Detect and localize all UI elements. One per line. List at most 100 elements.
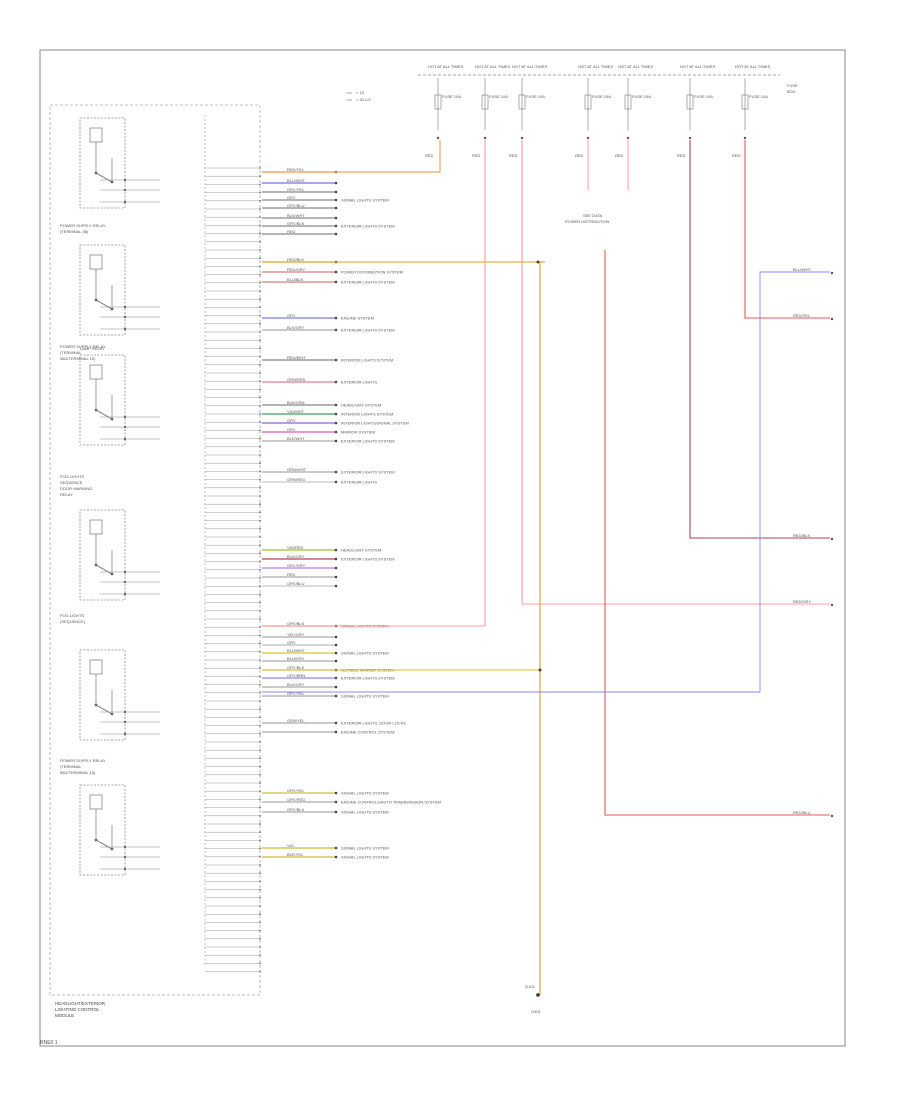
relay-6-label: (TERMINAL <box>60 764 82 769</box>
wire-red-yel-out <box>744 140 830 319</box>
wire-terminal <box>334 190 338 194</box>
connector-pin <box>259 634 261 637</box>
diagram-frame <box>39 49 846 1047</box>
connector-pin <box>259 478 261 481</box>
wire-row: VIO SIGNAL LIGHTS SYSTEM <box>262 843 389 851</box>
relay-3-label: 58D/TERMINAL 15) <box>60 356 96 361</box>
legend-item-2: = 30 L/C <box>356 97 371 102</box>
connector-pin <box>259 716 261 719</box>
fuse-name: FUSE 10A <box>694 94 713 99</box>
ground-code: G101 <box>525 984 536 989</box>
connector-pin <box>259 970 261 973</box>
wire-terminal <box>334 676 338 680</box>
wire-destination-label: SIGNAL LIGHTS SYSTEM <box>341 846 389 851</box>
fusebox-label-1: FUSE <box>787 83 798 88</box>
wire-terminal <box>334 721 338 725</box>
relay-6-label: POWER SUPPLY RELAY <box>60 758 106 763</box>
relay-3-label: POWER SUPPLY RELAY <box>60 344 106 349</box>
wire-terminal <box>334 316 338 320</box>
connector-pin <box>259 232 261 235</box>
fuse-name: FUSE 10A <box>442 94 461 99</box>
wire-terminal <box>334 730 338 734</box>
wire-terminal <box>334 635 338 639</box>
wire-terminal <box>334 685 338 689</box>
wire-color-label: GRY <box>287 418 296 423</box>
junction-label-1: SEE DATA <box>583 213 603 218</box>
connector-pin <box>259 183 261 186</box>
legend-item-1: = 15 <box>356 90 365 95</box>
output-label: RED/GRY <box>793 599 811 604</box>
connector-pin <box>259 314 261 317</box>
wire-destination-label: INTERIOR LIGHTS SYSTEM <box>341 358 393 363</box>
fuse-name: FUSE 10A <box>526 94 545 99</box>
connector-pin <box>259 224 261 227</box>
connector-pin <box>259 331 261 333</box>
connector-pin <box>259 167 261 169</box>
connector-pin <box>259 577 261 579</box>
wire-color-label: VIO <box>287 843 294 848</box>
wire-terminal <box>334 694 338 698</box>
wire-red-blk <box>521 140 830 605</box>
legend: = 15 = 30 L/C <box>346 90 371 102</box>
wire-color-label: GRY/BRN <box>287 673 305 678</box>
relay-4-label: SEQUENCE <box>60 480 83 485</box>
fuse-hot-label: HOT AT ALL TIMES <box>428 64 463 69</box>
wire-color-label: GRN/YEL <box>287 718 305 723</box>
connector-pin <box>259 585 261 588</box>
relay-4-label: FOG LIGHTS <box>60 474 85 479</box>
fuse-wire-color: RED <box>732 153 741 158</box>
wire-row: BLK/GRY <box>262 682 338 689</box>
output-connector: RED/BLU <box>793 810 834 818</box>
wire-row: ENGINE CONTROL SYSTEM <box>262 730 394 735</box>
connector-pin <box>259 650 261 653</box>
wire-color-label: GRY/BLU <box>287 203 305 208</box>
wire-row: GRY/BLU <box>262 203 338 210</box>
wire-terminal <box>334 412 338 416</box>
connector-pin <box>259 273 261 276</box>
wire-destination-label: EXTERIOR LIGHTS SYSTEM <box>341 676 395 681</box>
connector-pin <box>259 946 261 948</box>
wire-color-label: RED/WHT <box>287 355 306 360</box>
connector-pin <box>259 298 261 301</box>
relay-3: POWER SUPPLY RELAY(TERMINAL58D/TERMINAL … <box>60 344 160 446</box>
wire-color-label: BLU/WHT <box>287 178 306 183</box>
wire-terminal <box>334 328 338 332</box>
connector-pin <box>259 782 261 784</box>
connector-pin <box>259 675 261 678</box>
relay-1: POWER SUPPLY RELAY(TERMINAL 58) <box>60 117 160 234</box>
wire-terminal <box>334 198 338 202</box>
relay-2 <box>79 244 160 336</box>
wire-terminal <box>334 584 338 588</box>
connector-pin <box>259 855 261 858</box>
wire-row: BLK/WHT <box>262 213 338 220</box>
wire-terminal <box>334 810 338 814</box>
wire-color-label: BLK/GRN <box>287 400 305 405</box>
connector-pin <box>259 265 261 268</box>
wire-color-label: GRY <box>287 640 296 645</box>
connector-pin <box>259 749 261 752</box>
connector-pin <box>259 954 261 957</box>
wire-destination-label: EXTERIOR LIGHTS SYSTEM <box>341 280 395 285</box>
relay-2-label: LAMP RELAY <box>80 346 105 351</box>
connector-pin <box>259 888 261 891</box>
connector-pin <box>259 199 261 202</box>
relay-3-label: (TERMINAL <box>60 350 82 355</box>
connector-pin <box>259 962 261 965</box>
wire-terminal <box>334 439 338 443</box>
wire-color-label: BLK/WHT <box>287 436 305 441</box>
wire-color-label: GRN/RED <box>287 477 306 482</box>
wire-color-label: BLK/GRY <box>287 325 305 330</box>
connector-pin <box>259 806 261 809</box>
wire-color-label: GRY/BLU <box>287 581 305 586</box>
wire-color-label: GRY/GRY <box>287 563 306 568</box>
